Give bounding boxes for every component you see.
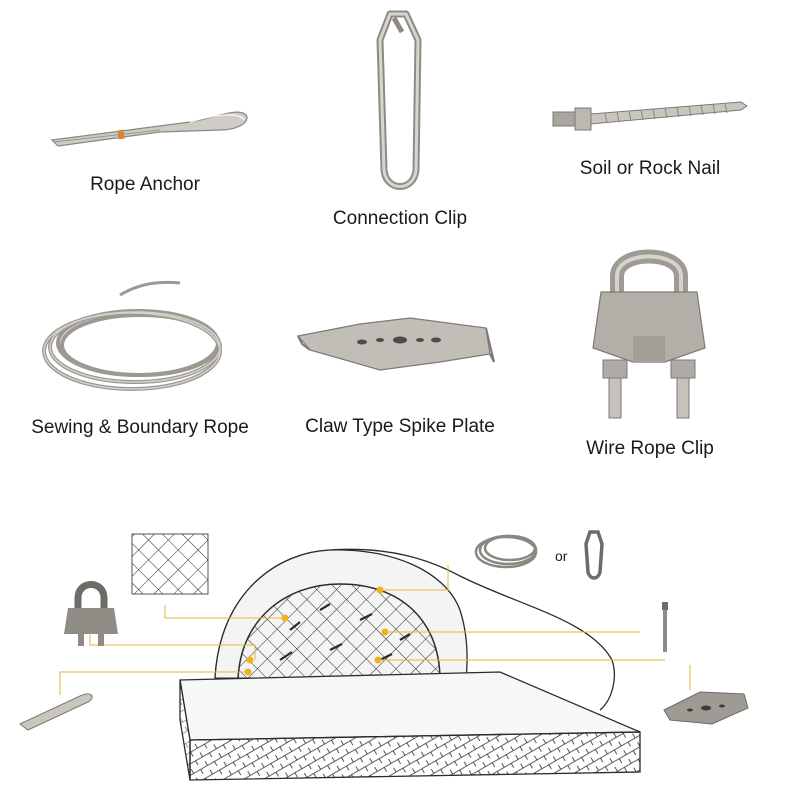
marker-boundary-rope: [376, 586, 384, 594]
wire-rope-clip-icon: [592, 249, 706, 419]
rope-anchor-icon: [50, 111, 248, 147]
connection-clip-icon: [376, 10, 422, 190]
claw-spike-plate-item: Claw Type Spike Plate: [290, 310, 510, 440]
slope-protection-diagram: [19, 530, 749, 781]
small-connection-clip-icon: [584, 530, 604, 580]
marker-rope-anchor: [244, 668, 252, 676]
or-text: or: [555, 548, 568, 564]
soil-rock-nail-label: Soil or Rock Nail: [579, 158, 721, 179]
sewing-boundary-rope-label: Sewing & Boundary Rope: [31, 417, 249, 438]
coiled-rope-icon: [42, 280, 222, 391]
marker-spike-plate: [374, 656, 382, 664]
small-wire-rope-clip-icon: [64, 581, 118, 646]
rope-anchor-label: Rope Anchor: [90, 174, 200, 195]
small-rope-anchor-icon: [19, 693, 93, 731]
claw-spike-plate-label: Claw Type Spike Plate: [305, 416, 495, 437]
sewing-boundary-rope-item: Sewing & Boundary Rope: [20, 275, 260, 445]
connection-clip-label: Connection Clip: [332, 208, 468, 229]
wire-rope-clip-label: Wire Rope Clip: [586, 438, 714, 459]
soil-rock-nail-item: Soil or Rock Nail: [545, 90, 755, 190]
wire-rope-clip-item: Wire Rope Clip: [545, 240, 755, 465]
rope-anchor-item: Rope Anchor: [40, 90, 250, 210]
small-soil-nail-icon: [662, 602, 668, 652]
connection-clip-item: Connection Clip: [310, 10, 490, 230]
marker-wire-rope-clip: [246, 656, 254, 664]
soil-nail-icon: [552, 101, 748, 131]
spike-plate-icon: [296, 317, 495, 371]
concrete-base-side: [189, 731, 641, 781]
small-spike-plate-icon: [663, 691, 749, 725]
marker-soil-nail: [381, 628, 389, 636]
mesh-swatch-icon: [131, 533, 209, 595]
small-coiled-rope-icon: [474, 534, 538, 569]
marker-mesh: [281, 614, 289, 622]
